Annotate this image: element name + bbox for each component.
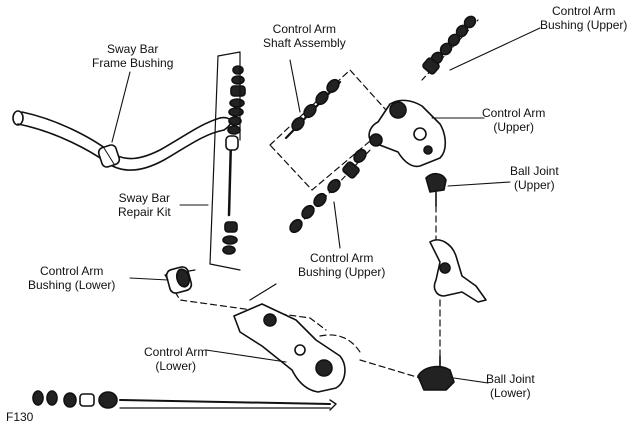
lower-control-arm bbox=[233, 283, 361, 393]
label-ball-joint-upper: Ball Joint (Upper) bbox=[510, 164, 559, 192]
figure-id: F130 bbox=[6, 410, 34, 424]
label-control-arm-bushing-upper-mid: Control Arm Bushing (Upper) bbox=[298, 251, 386, 279]
sway-bar bbox=[12, 110, 232, 171]
label-control-arm-upper: Control Arm (Upper) bbox=[482, 106, 546, 134]
label-control-arm-shaft-assembly: Control Arm Shaft Assembly bbox=[263, 22, 346, 50]
steering-knuckle bbox=[429, 239, 487, 367]
sway-bar-repair-kit bbox=[222, 65, 246, 255]
label-sway-bar-repair-kit: Sway Bar Repair Kit bbox=[118, 191, 171, 219]
control-arm-shaft-assembly bbox=[269, 69, 396, 191]
label-sway-bar-frame-bushing: Sway Bar Frame Bushing bbox=[92, 42, 174, 70]
ball-joint-lower bbox=[417, 355, 455, 391]
ball-joint-upper bbox=[425, 172, 447, 243]
label-control-arm-bushing-upper-top: Control Arm Bushing (Upper) bbox=[540, 4, 628, 32]
upper-control-arm bbox=[368, 99, 447, 168]
control-arm-bushing-upper-top bbox=[421, 15, 479, 81]
control-arm-bushing-upper-mid bbox=[289, 147, 373, 234]
label-ball-joint-lower: Ball Joint (Lower) bbox=[486, 372, 535, 400]
control-arm-bushing-lower bbox=[164, 266, 327, 331]
label-control-arm-lower: Control Arm (Lower) bbox=[144, 345, 208, 373]
sway-bar-frame-bushing bbox=[97, 144, 121, 168]
leader-lines bbox=[111, 27, 541, 384]
lower-shaft-assembly bbox=[32, 359, 421, 411]
label-control-arm-bushing-lower: Control Arm Bushing (Lower) bbox=[28, 264, 116, 292]
